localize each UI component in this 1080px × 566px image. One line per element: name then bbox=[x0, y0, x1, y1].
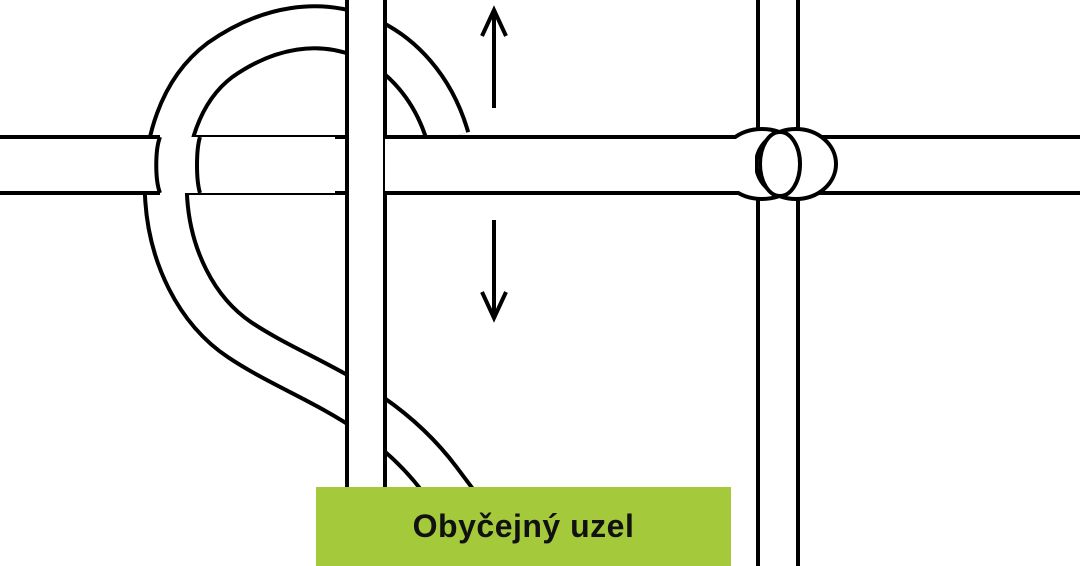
loop-left-crossing bbox=[154, 136, 202, 194]
horizontal-rope-front bbox=[0, 135, 1080, 195]
left-vertical-rope bbox=[345, 0, 387, 566]
arrow-down-icon bbox=[480, 220, 508, 323]
rope-loop bbox=[142, 4, 489, 534]
caption-title: Obyčejný uzel bbox=[412, 508, 635, 544]
arrow-up-icon bbox=[480, 5, 508, 108]
caption-banner: Obyčejný uzel bbox=[316, 487, 731, 566]
right-vertical-rope bbox=[756, 0, 800, 566]
